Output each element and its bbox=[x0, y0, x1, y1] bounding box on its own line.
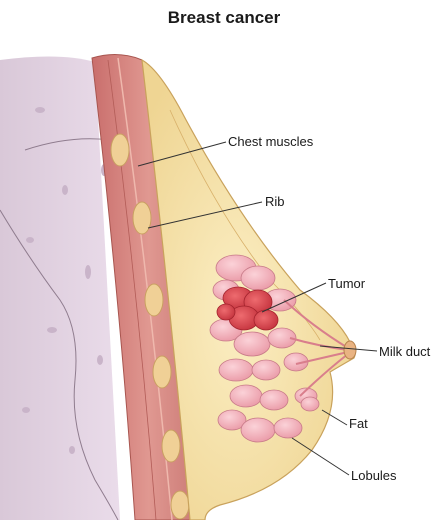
rib-2 bbox=[133, 202, 151, 234]
rib-1 bbox=[111, 134, 129, 166]
label-fat: Fat bbox=[349, 416, 368, 431]
label-lobules: Lobules bbox=[351, 468, 397, 483]
rib-4 bbox=[153, 356, 171, 388]
rib-3 bbox=[145, 284, 163, 316]
label-rib: Rib bbox=[265, 194, 285, 209]
label-milk-duct: Milk duct bbox=[379, 344, 431, 359]
label-chest-muscles: Chest muscles bbox=[228, 134, 314, 149]
rib-6 bbox=[171, 491, 189, 519]
nipple bbox=[344, 341, 356, 359]
label-tumor: Tumor bbox=[328, 276, 366, 291]
rib-5 bbox=[162, 430, 180, 462]
